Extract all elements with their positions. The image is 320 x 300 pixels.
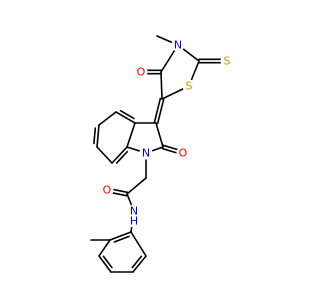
bond-C7a-C3a — [126, 122, 136, 148]
bond-C5-C4 — [160, 71, 163, 100]
bond-C5-C3i — [153, 97, 162, 124]
atom-N_ind: N — [139, 146, 153, 160]
atom-label-N_amide: N — [130, 205, 138, 218]
bond-Ar5-Ar6-inner — [131, 255, 143, 269]
bond-Ar2-Ar3 — [98, 239, 111, 257]
atom-label-background — [171, 38, 185, 52]
bond-C3a-C4b-inner — [119, 109, 135, 120]
bond-Ar6-Ar1 — [130, 231, 147, 257]
atom-label-background — [176, 146, 190, 160]
bond-Ar5-Ar6 — [132, 255, 147, 273]
bond-layer — [90, 35, 228, 273]
bond-C7b-C7a-inner — [115, 150, 129, 164]
bond-CH2-CA — [126, 177, 147, 195]
bond-Ar3-Ar4 — [98, 255, 112, 273]
atom-S_thione: S — [220, 54, 234, 68]
atom-label-O_amide: O — [103, 184, 112, 197]
atom-label-background — [127, 214, 141, 228]
atom-label-background — [220, 54, 234, 68]
atom-S_ring: S — [182, 79, 196, 93]
atom-label-background — [134, 65, 148, 79]
atom-label-N_thz: N — [174, 39, 182, 52]
atom-label-background — [100, 183, 114, 197]
atom-O_amide: O — [100, 183, 114, 197]
bond-Ar1-Ar2-inner — [113, 235, 130, 243]
molecule-diagram: N O S S O N O N H — [90, 35, 234, 273]
atom-label-O_thz: O — [137, 66, 146, 79]
atom-label-H_amide: H — [130, 215, 138, 228]
bond-C7b-C7a — [111, 146, 128, 164]
bond-Ar1-Ar2 — [109, 231, 132, 241]
atom-label-background — [182, 79, 196, 93]
atom-label-background — [139, 146, 153, 160]
atom-N_thz: N — [171, 38, 185, 52]
atom-label-S_thione: S — [224, 55, 231, 68]
bond-C5-C3i-2 — [156, 98, 165, 125]
bond-Ar3-Ar4-inner — [102, 255, 113, 269]
atom-N_amide: N — [127, 204, 141, 218]
bond-C3a-C4b — [115, 111, 136, 124]
atom-label-N_ind: N — [142, 147, 150, 160]
atom-label-S_ring: S — [186, 80, 193, 93]
atom-label-background — [127, 204, 141, 218]
atom-label-layer: N O S S O N O N H — [100, 38, 234, 228]
bond-C5b-C6b — [96, 124, 100, 148]
bond-C4b-C5b — [98, 111, 117, 126]
atom-O_thz: O — [134, 65, 148, 79]
bond-C5b-C6b-inner — [93, 127, 97, 145]
atom-O_ind: O — [176, 146, 190, 160]
bond-C6b-C7b — [96, 146, 113, 164]
bond-C3i-C2i — [155, 122, 164, 148]
atom-H_amide: H — [127, 214, 141, 228]
atom-label-O_ind: O — [179, 147, 188, 160]
